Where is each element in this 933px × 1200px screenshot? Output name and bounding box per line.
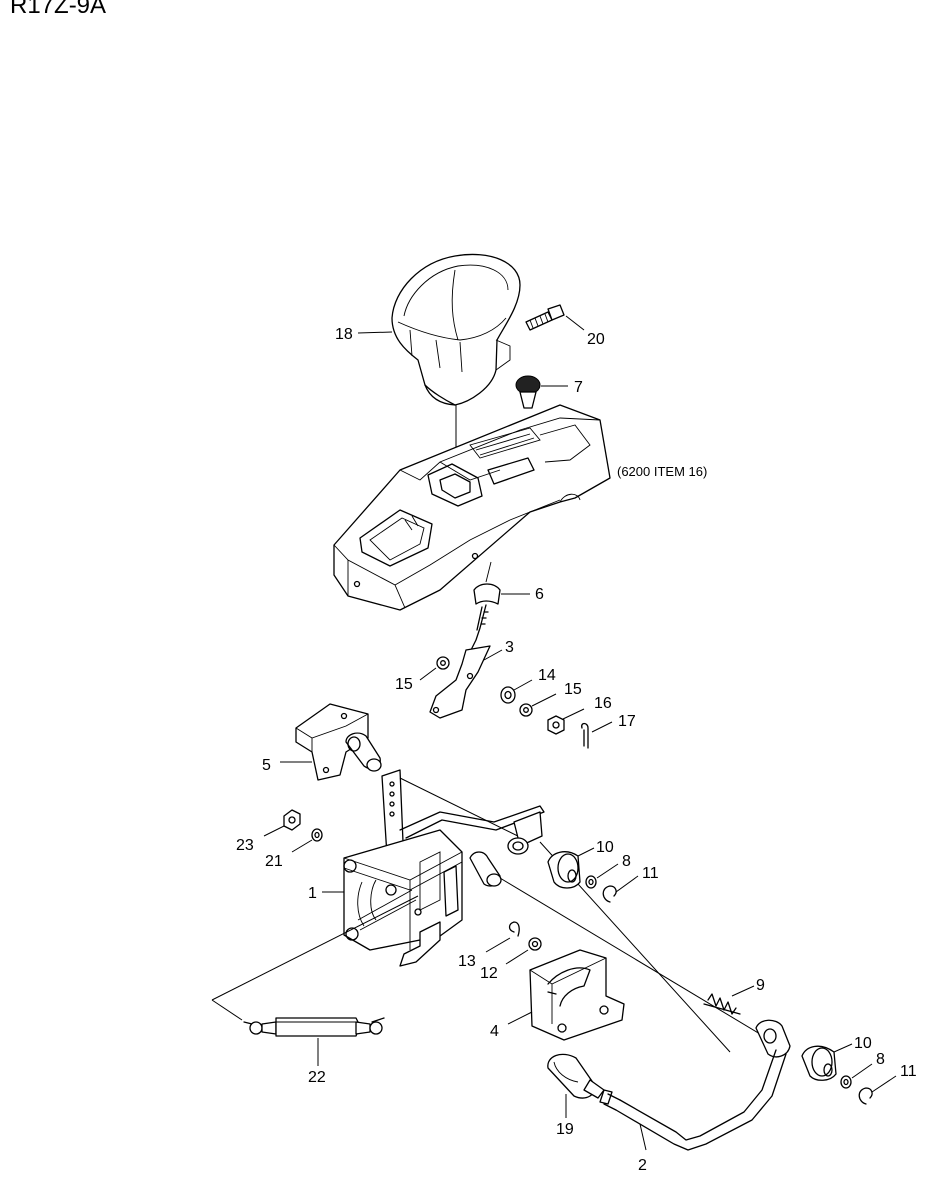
leader-20: [565, 315, 585, 331]
part-19-knob: [547, 1053, 605, 1099]
part-14-bushing: [500, 686, 516, 704]
part-9-spring: [703, 993, 741, 1015]
part-8-washer-a: [585, 875, 597, 889]
part-17-cotter-pin: [581, 722, 589, 749]
callout-2: 2: [638, 1157, 647, 1174]
part-12-bushing: [528, 937, 542, 951]
callout-12: 12: [480, 965, 498, 982]
callout-11b: 11: [900, 1063, 917, 1080]
console-cover: [333, 404, 611, 611]
callout-15b: 15: [564, 681, 582, 698]
leader-3: [483, 649, 503, 661]
leader-22-to-bracket: [211, 895, 419, 1001]
callout-5: 5: [262, 757, 271, 774]
leader-shaft-to-arm: [499, 877, 771, 1041]
callout-20: 20: [587, 331, 605, 348]
callout-21: 21: [265, 853, 283, 870]
callout-4: 4: [490, 1023, 499, 1040]
model-code: R17Z-9A: [10, 0, 107, 19]
note-6200-item-16: (6200 ITEM 16): [617, 464, 707, 479]
leader-16: [562, 708, 585, 720]
part-22-ball-joint-rod: [243, 1017, 385, 1037]
leader-12: [505, 949, 529, 965]
leader-4: [507, 1011, 533, 1025]
leader-15b: [531, 693, 557, 707]
leader-10b: [833, 1043, 853, 1053]
part-21-washer: [311, 828, 323, 842]
callout-8a: 8: [622, 853, 631, 870]
part-4-guide-plate: [529, 949, 625, 1041]
callout-17: 17: [618, 713, 636, 730]
leader-8a: [596, 863, 619, 879]
leader-18: [357, 331, 393, 334]
callout-10a: 10: [596, 839, 614, 856]
callout-13: 13: [458, 953, 476, 970]
callout-7: 7: [574, 379, 583, 396]
leader-11a: [615, 875, 639, 893]
callout-8b: 8: [876, 1051, 885, 1068]
part-8-washer-b: [840, 1075, 852, 1089]
leader-14: [513, 679, 533, 691]
callout-3: 3: [505, 639, 514, 656]
part-23-nut: [283, 809, 301, 831]
part-11-snap-ring-b: [858, 1087, 873, 1105]
leader-13: [485, 937, 511, 953]
part-5-bracket: [295, 703, 382, 781]
part-18-joystick-grip: [391, 253, 521, 406]
part-20-bolt: [525, 304, 565, 331]
leader-2: [639, 1123, 647, 1151]
leader-22-end: [211, 999, 243, 1021]
leader-11b: [871, 1075, 897, 1093]
leader-15a: [419, 667, 437, 681]
part-6-boot: [473, 561, 501, 605]
part-10-bushing-a: [547, 851, 581, 889]
callout-11a: 11: [642, 865, 659, 882]
cross-shaft: [469, 851, 502, 887]
part-1-lever-bracket: [343, 769, 545, 967]
callout-10b: 10: [854, 1035, 872, 1052]
leader-21: [291, 839, 313, 853]
part-7-knob: [515, 375, 541, 409]
part-11-snap-ring-a: [602, 885, 617, 903]
callout-14: 14: [538, 667, 556, 684]
part-13-clip: [508, 921, 520, 937]
leader-23: [263, 825, 285, 837]
part-3-lever: [429, 604, 491, 719]
leader-1-top: [399, 777, 531, 843]
leader-17: [591, 721, 613, 733]
callout-19: 19: [556, 1121, 574, 1138]
part-15-washer-b: [519, 703, 533, 717]
leader-8b: [851, 1063, 873, 1079]
callout-23: 23: [236, 837, 254, 854]
callout-18: 18: [335, 326, 353, 343]
leader-10a: [577, 847, 595, 857]
callout-6: 6: [535, 586, 544, 603]
callout-16: 16: [594, 695, 612, 712]
part-2-shift-arm: [599, 1019, 791, 1151]
callout-22: 22: [308, 1069, 326, 1086]
part-15-washer-a: [436, 656, 450, 670]
part-10-bushing-b: [801, 1045, 837, 1081]
callout-9: 9: [756, 977, 765, 994]
leader-9: [731, 985, 755, 997]
part-16-nut: [547, 715, 565, 735]
callout-1: 1: [308, 885, 317, 902]
callout-15a: 15: [395, 676, 413, 693]
